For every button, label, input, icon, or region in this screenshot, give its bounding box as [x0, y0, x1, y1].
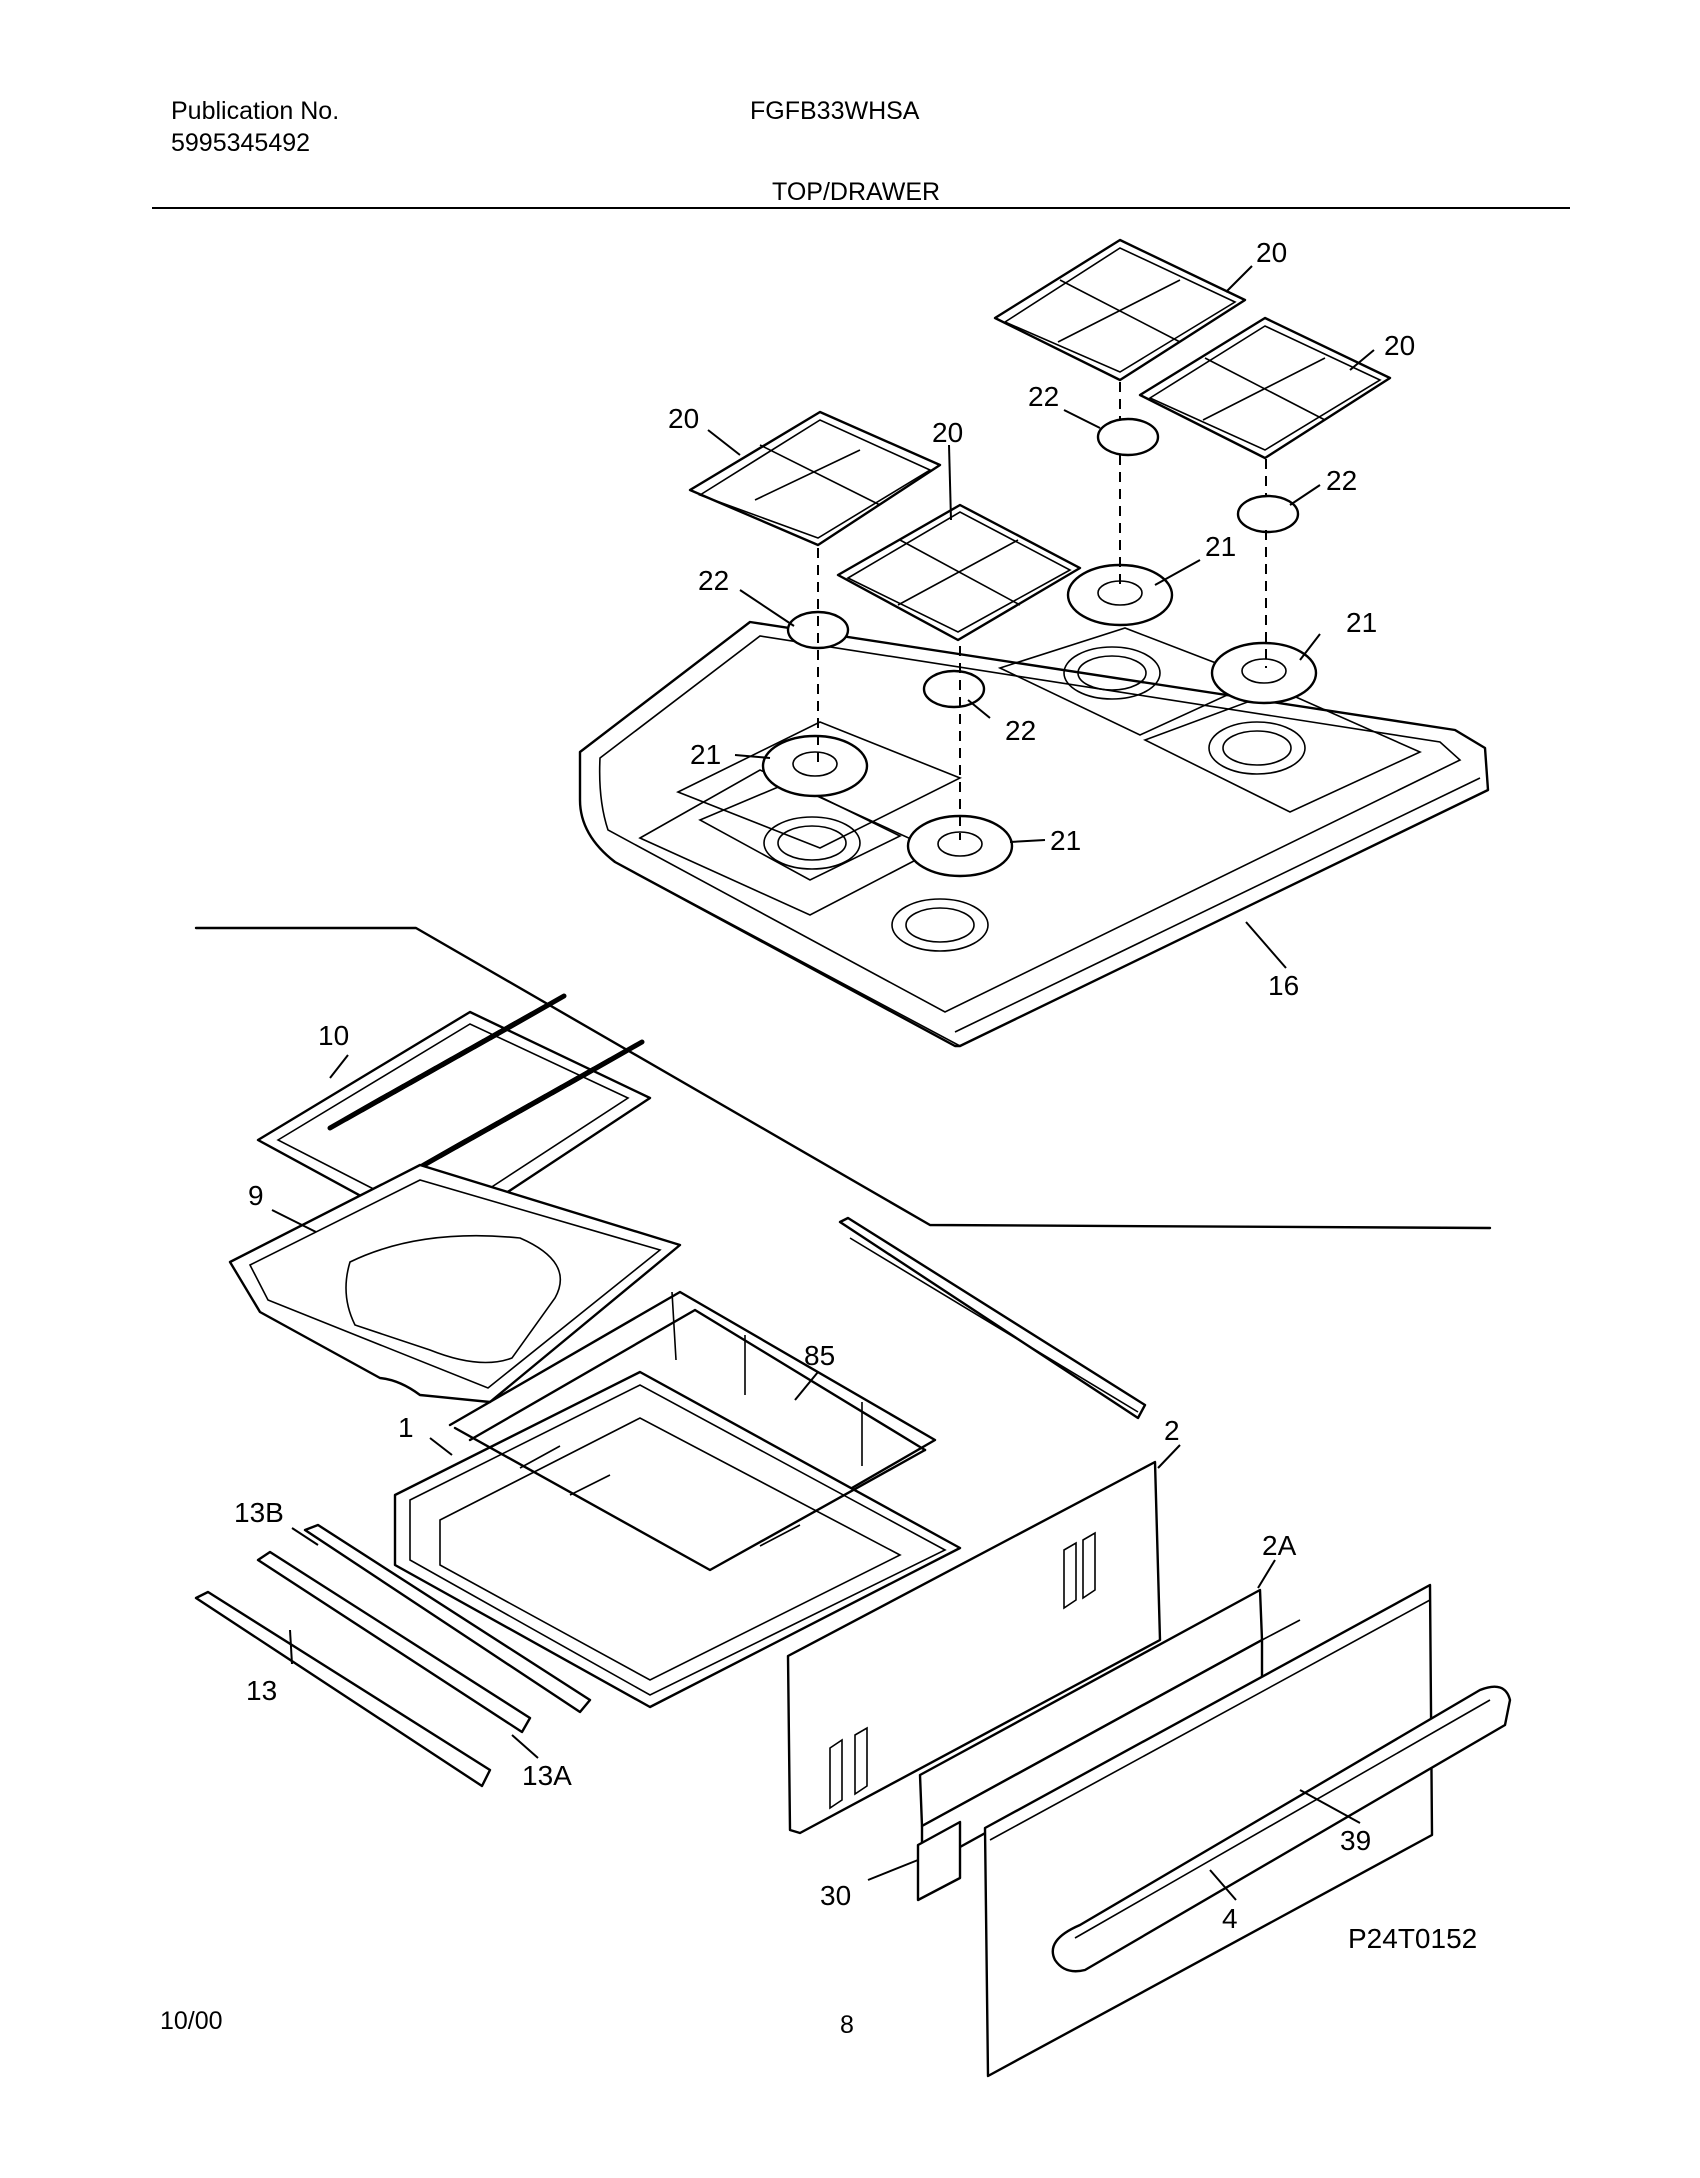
callout-grate-c: 20 — [668, 403, 699, 434]
burner-grates — [688, 238, 1392, 642]
footer-date: 10/00 — [160, 2007, 223, 2035]
broiler-pan — [228, 1163, 682, 1404]
leader-lines — [271, 265, 1375, 1901]
broiler-slots — [327, 993, 645, 1177]
callout-grate-b: 20 — [1384, 330, 1415, 361]
callout-handle: 39 — [1340, 1825, 1371, 1856]
callout-drawer-back: 2 — [1164, 1415, 1180, 1446]
callout-cap-b: 22 — [1326, 465, 1357, 496]
callout-grate-d: 20 — [932, 417, 963, 448]
alignment-lines — [817, 348, 1267, 840]
callout-rail-left-b: 13B — [234, 1497, 284, 1528]
callout-head-c: 21 — [690, 739, 721, 770]
callout-rail-left-a: 13A — [522, 1760, 572, 1791]
callout-grate-a: 20 — [1256, 237, 1287, 268]
burner-caps — [786, 417, 1300, 709]
drawer-spacer — [916, 1820, 962, 1902]
rack-wire — [453, 1426, 927, 1572]
publication-number: 5995345492 — [171, 129, 311, 157]
model-number: FGFB33WHSA — [750, 97, 920, 125]
section-title: TOP/DRAWER — [772, 178, 941, 206]
cooktop-top — [578, 620, 1490, 1048]
callout-head-d: 21 — [1050, 825, 1081, 856]
callout-drawer-front-panel: 2A — [1262, 1530, 1297, 1561]
section-divider-line — [194, 926, 1492, 1230]
callout-drawer-body: 1 — [398, 1412, 414, 1443]
callout-cooktop: 16 — [1268, 970, 1299, 1001]
page-number: 8 — [840, 2011, 854, 2039]
callout-rail-left: 13 — [246, 1675, 277, 1706]
drawer-handle — [1051, 1685, 1512, 1973]
callout-broiler-insert: 10 — [318, 1020, 349, 1051]
callout-head-b: 21 — [1346, 607, 1377, 638]
publication-label: Publication No. — [171, 97, 340, 125]
callout-cap-d: 22 — [1005, 715, 1036, 746]
drawer-body — [393, 1370, 962, 1709]
callout-cap-a: 22 — [1028, 381, 1059, 412]
callout-head-a: 21 — [1205, 531, 1236, 562]
left-rails — [194, 1523, 592, 1788]
upper-rail — [838, 1216, 1147, 1420]
callout-broiler-pan: 9 — [248, 1180, 264, 1211]
callout-cap-c: 22 — [698, 565, 729, 596]
callout-spacer: 30 — [820, 1880, 851, 1911]
drawer-back-panel — [786, 1460, 1162, 1835]
burner-heads — [761, 563, 1318, 878]
callout-rack: 85 — [804, 1340, 835, 1371]
callout-front: 4 — [1222, 1903, 1238, 1934]
drawing-id: P24T0152 — [1348, 1923, 1478, 1954]
broiler-slot — [581, 1039, 645, 1078]
header-rule — [152, 207, 1570, 209]
broiler-slot — [503, 993, 567, 1032]
